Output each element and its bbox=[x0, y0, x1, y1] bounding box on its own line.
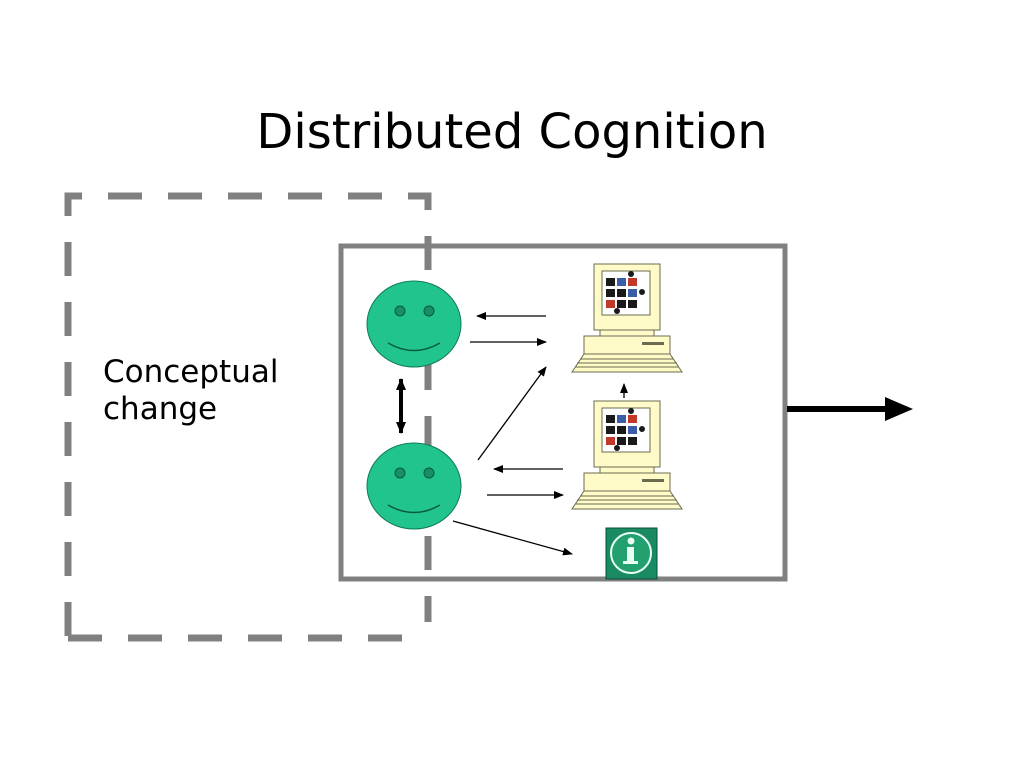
concept-label-line-1: Conceptual bbox=[103, 354, 279, 390]
system-frame bbox=[338, 243, 788, 582]
smiley-face-icon bbox=[366, 280, 462, 368]
smiley-face-icon bbox=[366, 442, 462, 530]
conceptual-change-frame bbox=[64, 192, 432, 642]
arrow-icon bbox=[452, 520, 573, 556]
slide-title: Distributed Cognition bbox=[256, 104, 768, 160]
output-arrowhead-icon bbox=[885, 397, 913, 421]
info-icon bbox=[605, 527, 658, 580]
arrow-icon bbox=[477, 366, 547, 461]
concept-label: Conceptual change bbox=[103, 354, 278, 428]
computer-icon bbox=[571, 400, 683, 510]
computer-icon bbox=[571, 263, 683, 373]
concept-label-line-2: change bbox=[103, 391, 218, 427]
